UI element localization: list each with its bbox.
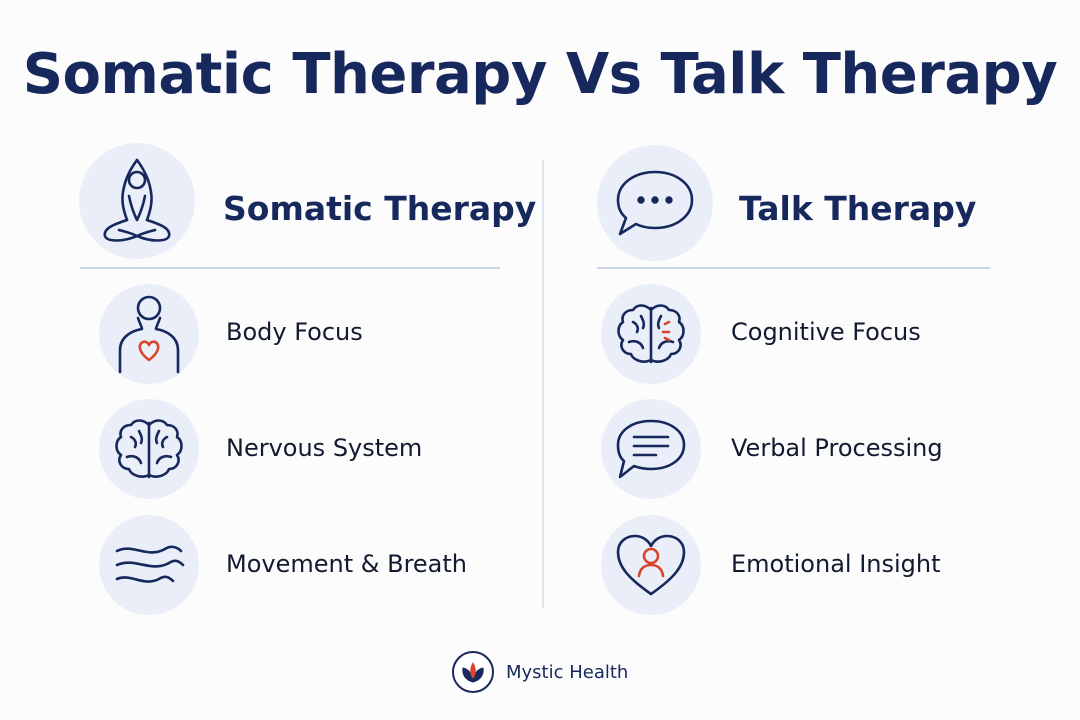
footer-brand: Mystic Health [452, 650, 628, 694]
heart-person-icon [616, 534, 686, 596]
brain-spark-icon [617, 304, 685, 364]
right-item-1-icon-circle [601, 284, 701, 384]
speech-bubble-dots-icon [616, 170, 694, 236]
right-item-3-icon-circle [601, 515, 701, 615]
left-item-1-label: Body Focus [226, 318, 363, 346]
speech-bubble-lines-icon [616, 419, 686, 479]
meditation-figure-icon [103, 158, 171, 242]
left-header-rule [80, 267, 500, 269]
brain-icon [115, 419, 183, 479]
brand-logo [452, 651, 494, 693]
left-item-1-icon-circle [99, 284, 199, 384]
right-item-1-label: Cognitive Focus [731, 318, 921, 346]
left-item-3-label: Movement & Breath [226, 550, 467, 578]
left-item-2-icon-circle [99, 399, 199, 499]
right-header-label: Talk Therapy [739, 189, 977, 228]
right-item-2-label: Verbal Processing [731, 434, 943, 462]
lotus-leaf-icon [462, 662, 484, 683]
left-item-2-label: Nervous System [226, 434, 423, 462]
right-header-rule [597, 267, 990, 269]
left-header-label: Somatic Therapy [223, 189, 537, 228]
left-item-3-icon-circle [99, 515, 199, 615]
brand-name: Mystic Health [506, 661, 629, 683]
right-item-2-icon-circle [601, 399, 701, 499]
left-header-icon-circle [79, 143, 195, 259]
column-divider [542, 160, 544, 608]
wind-icon [115, 545, 185, 583]
right-header-icon-circle [597, 145, 713, 261]
page-title: Somatic Therapy Vs Talk Therapy [22, 42, 1058, 107]
right-item-3-label: Emotional Insight [731, 550, 941, 578]
body-heart-icon [118, 295, 180, 374]
